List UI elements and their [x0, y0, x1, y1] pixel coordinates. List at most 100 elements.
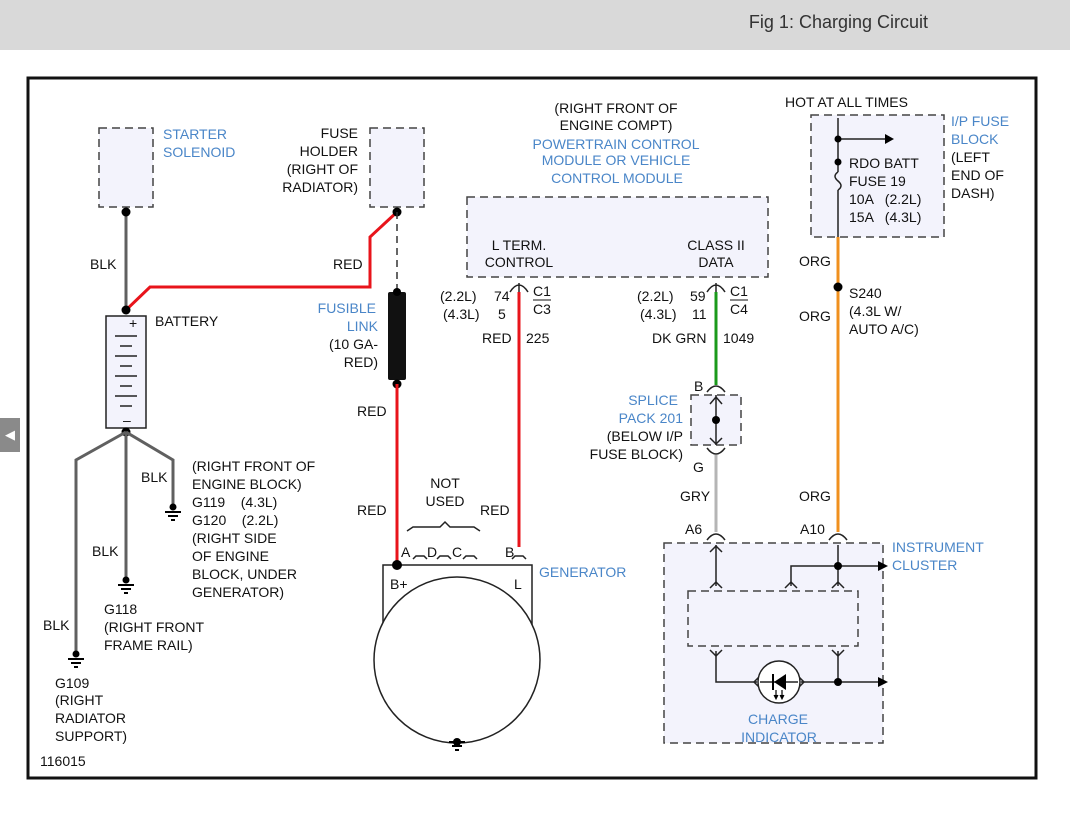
fusible-link-spec: RED)	[344, 354, 378, 370]
fuse-rating: 10A (2.2L)	[849, 191, 921, 207]
cluster-name: INSTRUMENT	[892, 539, 984, 555]
wire-label: ORG	[799, 488, 831, 504]
wire-label: RED	[482, 330, 512, 346]
wire-label: RED	[357, 502, 387, 518]
previous-button[interactable]: ◀	[0, 418, 20, 452]
wire-label: RED	[357, 403, 387, 419]
ground-icon	[68, 650, 84, 668]
splice-pin: G	[693, 459, 704, 475]
pcm-location: (RIGHT FRONT OF	[554, 100, 677, 116]
fusible-link-label: LINK	[347, 318, 379, 334]
wire-label: ORG	[799, 308, 831, 324]
connector-label: C1	[730, 283, 748, 299]
fuse-block-location: DASH)	[951, 185, 995, 201]
caret-left-icon: ◀	[5, 427, 15, 442]
connection-dot	[834, 158, 842, 166]
pin-label: B	[505, 544, 514, 560]
fuse-rating: 15A (4.3L)	[849, 209, 921, 225]
splice-location: (BELOW I/P	[607, 428, 683, 444]
fuse-holder-box	[369, 127, 425, 208]
fuse-block-location: END OF	[951, 167, 1004, 183]
pcm-pin-label: CLASS II	[687, 237, 745, 253]
pcm-name: CONTROL MODULE	[551, 170, 683, 186]
connector-label: C1	[533, 283, 551, 299]
wire-label: BLK	[141, 469, 168, 485]
hot-at-all-times-label: HOT AT ALL TIMES	[785, 94, 908, 110]
splice-s240-label: S240	[849, 285, 882, 301]
splice-name: SPLICE	[628, 392, 678, 408]
generator-label: GENERATOR	[539, 564, 626, 580]
fuse-block-name: I/P FUSE	[951, 113, 1009, 129]
pin-label: A	[401, 544, 411, 560]
connector-label: C4	[730, 301, 748, 317]
ground-g109-label: G109	[55, 675, 89, 691]
not-used-label: NOT	[430, 475, 460, 491]
splice-s240-dot	[833, 282, 843, 292]
arrow-icon	[885, 134, 894, 144]
connection-dot	[834, 135, 842, 143]
battery-plus: +	[129, 315, 137, 331]
wire-blk-g119	[125, 430, 175, 505]
pcm-name: MODULE OR VEHICLE	[542, 152, 691, 168]
pcm-name: POWERTRAIN CONTROL	[533, 136, 700, 152]
fuse-label: FUSE 19	[849, 173, 906, 189]
wire-red-battery	[124, 210, 399, 312]
pcm-box	[466, 196, 769, 278]
wire-label: GRY	[680, 488, 711, 504]
wire-label: RED	[480, 502, 510, 518]
starter-solenoid-box	[98, 127, 154, 208]
wire-label: BLK	[43, 617, 70, 633]
pcm-pin-label: L TERM.	[492, 237, 546, 253]
wire-label: BLK	[92, 543, 119, 559]
connection-dot	[834, 562, 842, 570]
circuit-number: 1049	[723, 330, 754, 346]
connection-dot	[712, 416, 720, 424]
pin-label: A10	[800, 521, 825, 537]
pin-number: 5	[498, 306, 506, 322]
figure-number: 116015	[40, 753, 86, 769]
generator-housing	[382, 564, 533, 625]
wire-blk-g109	[74, 430, 127, 652]
splice-s240-label: (4.3L W/	[849, 303, 901, 319]
pin-label: C	[452, 544, 462, 560]
pin-label: D	[427, 544, 437, 560]
charge-indicator-label: INDICATOR	[741, 729, 817, 745]
fuse-holder-label: HOLDER	[300, 143, 358, 159]
ground-g120-label: G120 (2.2L)	[192, 512, 278, 528]
fuse-block-name: BLOCK	[951, 131, 999, 147]
charge-indicator-label: CHARGE	[748, 711, 808, 727]
ground-g109-label: RADIATOR	[55, 710, 126, 726]
ip-fuse-block-box	[810, 114, 945, 238]
connector-icon	[706, 283, 726, 293]
fuse-holder-label: (RIGHT OF	[287, 161, 358, 177]
header-bar: Fig 1: Charging Circuit	[0, 0, 1070, 50]
splice-location: FUSE BLOCK)	[590, 446, 683, 462]
ground-g119-label: BLOCK, UNDER	[192, 566, 297, 582]
fusible-link-label: FUSIBLE	[318, 300, 376, 316]
arrow-icon	[878, 677, 888, 687]
engine-label: (2.2L)	[440, 288, 477, 304]
pcm-pin-label: DATA	[698, 254, 734, 270]
wire-label: BLK	[90, 256, 117, 272]
connection-dot	[393, 288, 401, 296]
ground-g118-label: (RIGHT FRONT	[104, 619, 205, 635]
connector-icon	[509, 283, 529, 293]
arrow-icon	[878, 561, 888, 571]
circuit-number: 225	[526, 330, 550, 346]
fuse-holder-label: FUSE	[321, 125, 358, 141]
ground-g119-label: OF ENGINE	[192, 548, 269, 564]
connector-pins	[412, 555, 527, 560]
engine-label: (4.3L)	[443, 306, 480, 322]
connector-icon	[706, 385, 726, 393]
connector-icon	[706, 447, 726, 455]
pin-label: A6	[685, 521, 702, 537]
starter-label: STARTER	[163, 126, 227, 142]
terminal-label: L	[514, 576, 522, 592]
connector-icon	[706, 533, 848, 541]
wire-label: ORG	[799, 253, 831, 269]
led-icon	[757, 660, 801, 704]
ground-g119-label: GENERATOR)	[192, 584, 284, 600]
fuse-block-location: (LEFT	[951, 149, 990, 165]
connection-dot	[834, 678, 842, 686]
